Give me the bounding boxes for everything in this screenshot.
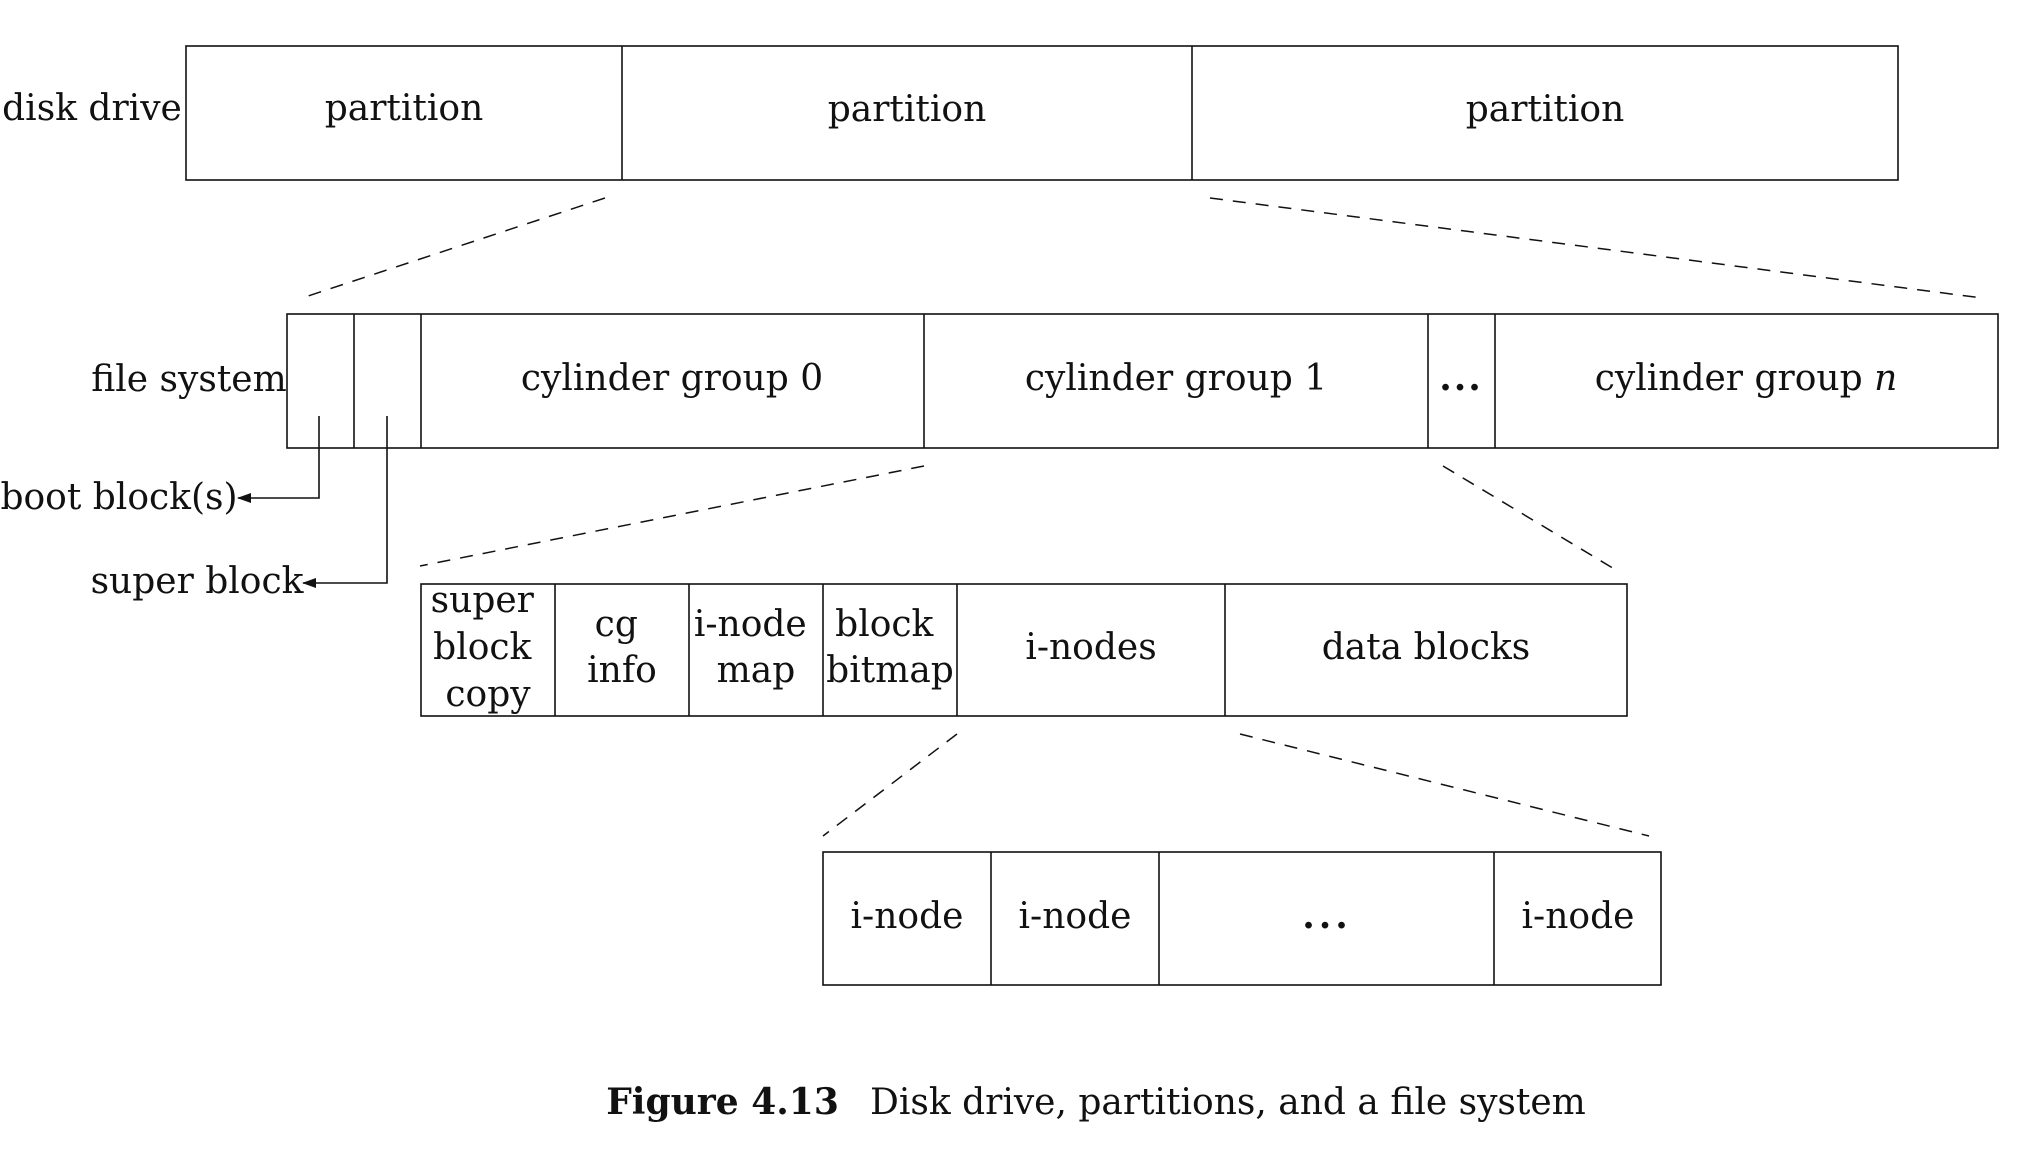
- cylinder-group-n-cell: cylinder group n: [1595, 358, 1898, 399]
- inodes-cell: i-nodes: [1025, 627, 1156, 668]
- inode-map-cell: i-node map: [694, 604, 818, 691]
- data-blocks-cell: data blocks: [1322, 627, 1531, 668]
- zoom-line-right-2: [1442, 465, 1617, 571]
- file-system-row: file system cylinder group 0 cylinder gr…: [91, 313, 1999, 449]
- zoom-line-right-3: [1239, 733, 1650, 837]
- block-bitmap-cell: block bitmap: [826, 604, 954, 691]
- partition-cell-3: partition: [1466, 89, 1625, 130]
- zoom-line-left-1: [301, 197, 606, 299]
- file-system-box: [286, 313, 1999, 449]
- file-system-label: file system: [91, 359, 286, 400]
- disk-drive-box: [185, 45, 1899, 181]
- cylinder-group-box: [420, 583, 1628, 717]
- cylinder-group-0-cell: cylinder group 0: [521, 358, 823, 399]
- super-block-label: super block: [91, 561, 305, 602]
- zoom-line-left-3: [822, 733, 958, 837]
- zoom-line-left-2: [419, 465, 925, 567]
- zoom-line-right-1: [1209, 197, 1983, 299]
- partition-cell-2: partition: [828, 89, 987, 130]
- inode-cell-2: i-node: [1019, 896, 1132, 937]
- partition-cell-1: partition: [325, 88, 484, 129]
- ellipsis-cell: ...: [1439, 357, 1483, 399]
- cylinder-group-1-cell: cylinder group 1: [1025, 358, 1327, 399]
- disk-drive-label: disk drive: [2, 88, 182, 129]
- inode-list-row: i-node i-node ... i-node: [822, 851, 1662, 986]
- super-block-copy-cell: super block copy: [431, 580, 546, 715]
- boot-block-callout: boot block(s): [0, 416, 320, 518]
- boot-block-label: boot block(s): [0, 477, 237, 518]
- figure-number: Figure 4.13: [606, 1081, 839, 1123]
- inode-cell-last: i-node: [1522, 896, 1635, 937]
- super-block-callout: super block: [91, 416, 388, 602]
- cg-info-cell: cg info: [587, 604, 657, 691]
- cylinder-group-row: super block copy cg info i-node map bloc…: [420, 580, 1628, 717]
- inode-list-box: [822, 851, 1662, 986]
- disk-drive-row: disk drive partition partition partition: [2, 45, 1899, 181]
- figure-caption-text: Disk drive, partitions, and a file syste…: [870, 1082, 1586, 1123]
- inode-ellipsis-cell: ...: [1302, 895, 1352, 937]
- inode-cell-1: i-node: [851, 896, 964, 937]
- figure-caption: Figure 4.13 Disk drive, partitions, and …: [606, 1081, 1586, 1123]
